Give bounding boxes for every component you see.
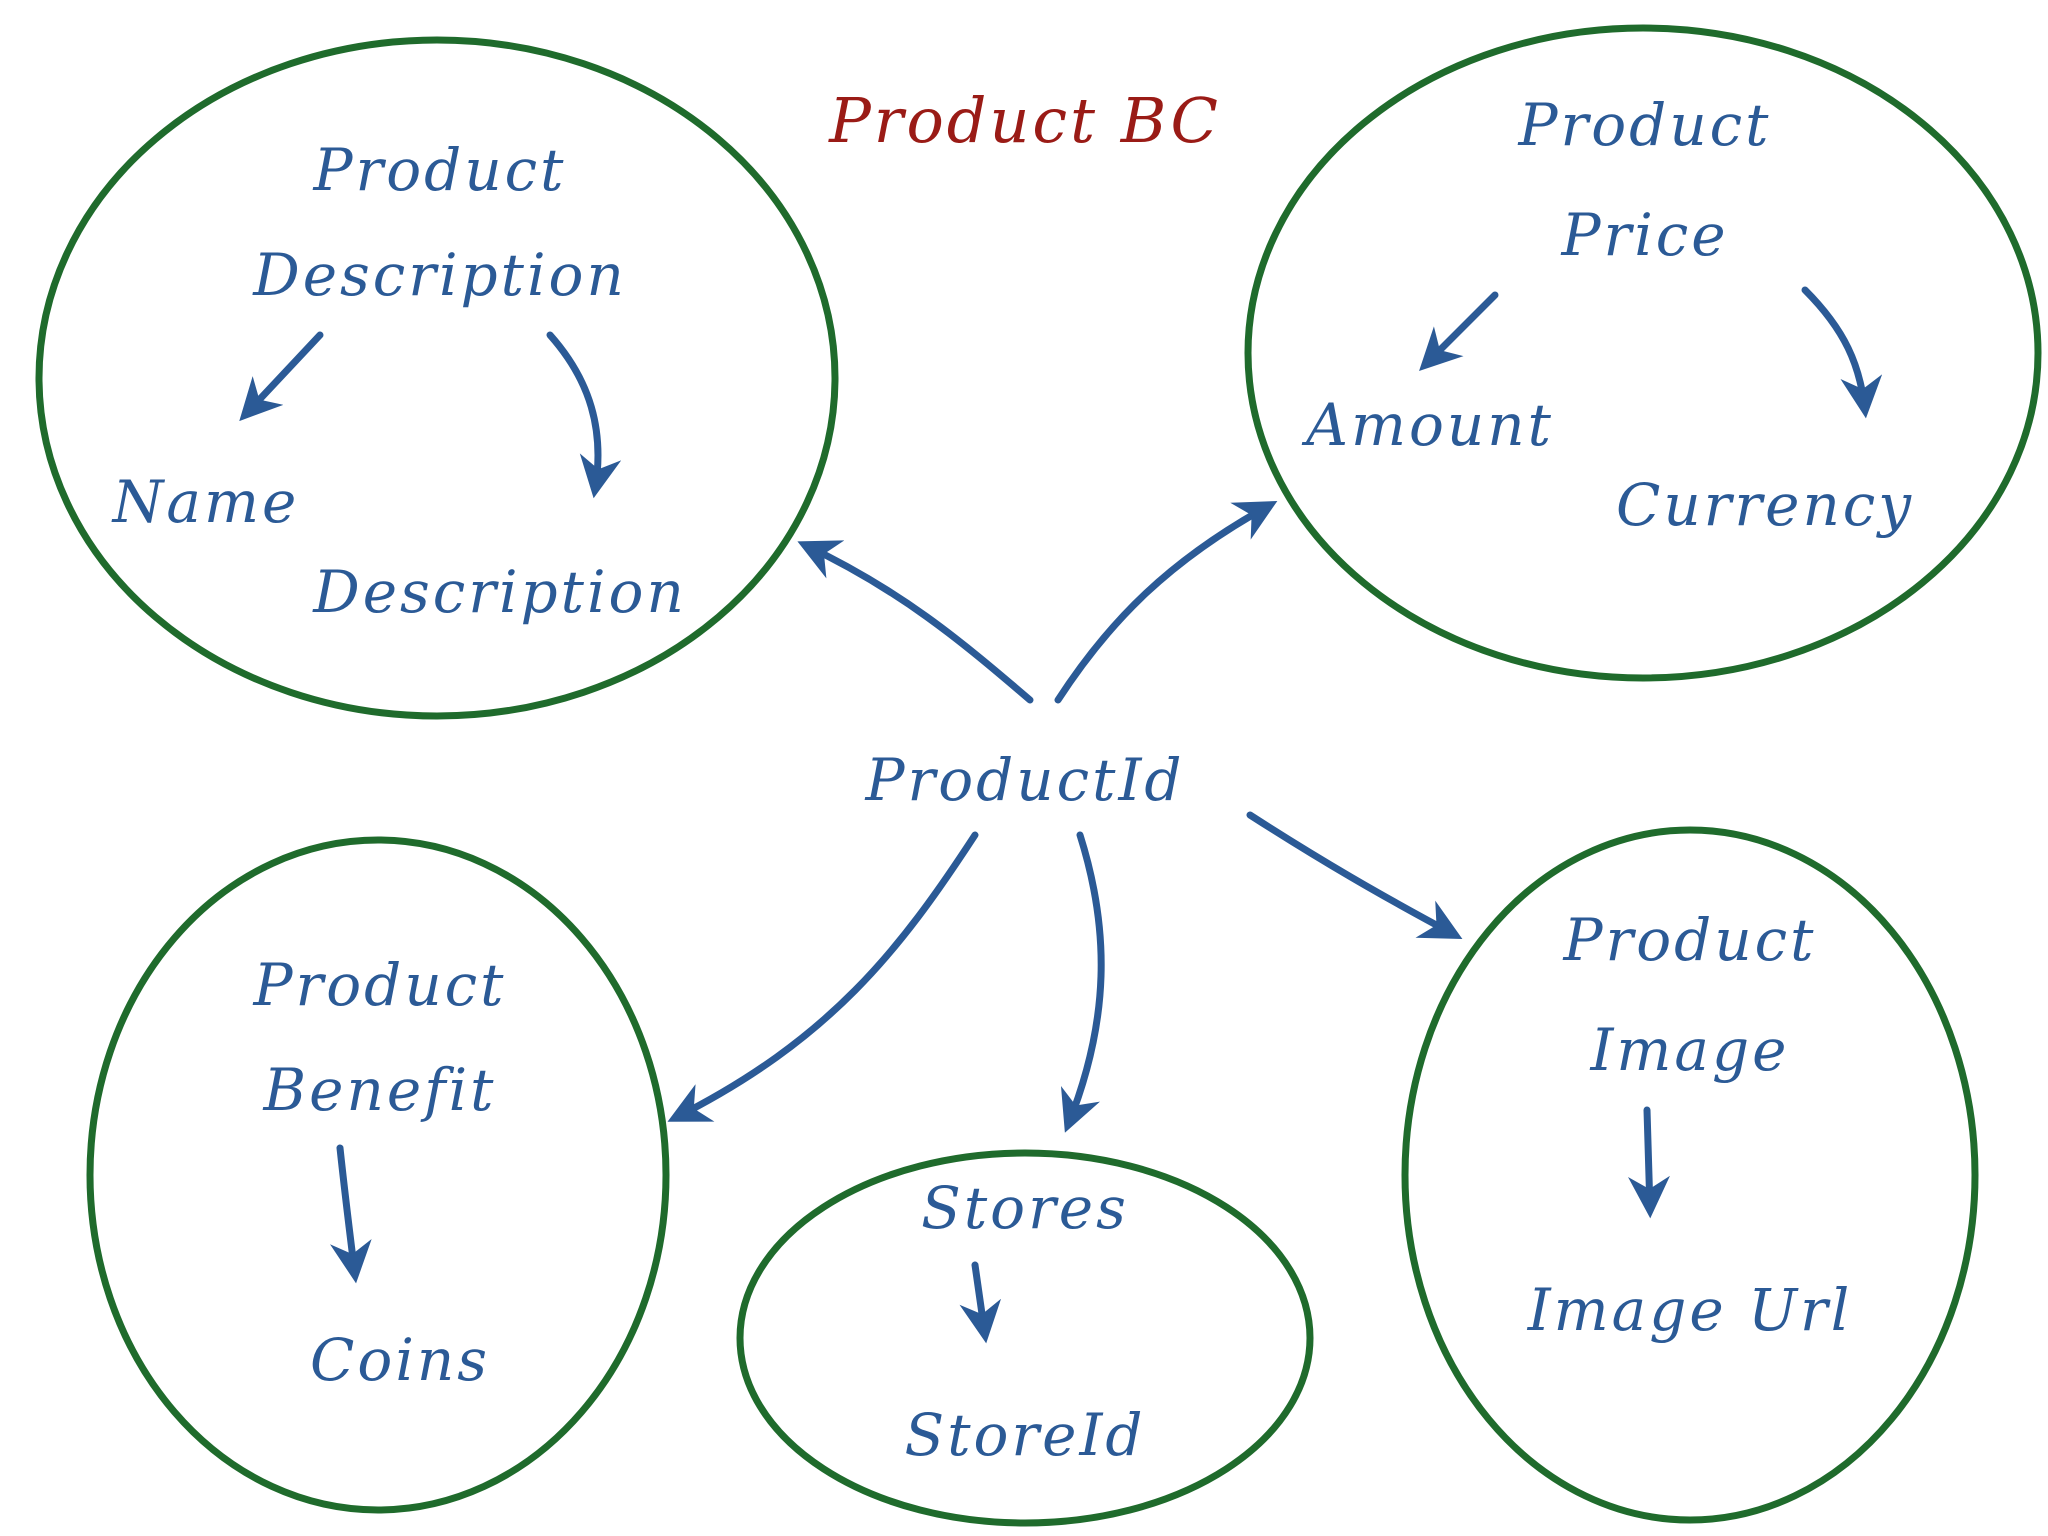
arrow-to-image [1246, 811, 1463, 939]
image-name-line-2: Image [1590, 1016, 1790, 1084]
bubble-stores [736, 1149, 1314, 1527]
stores-field-storeid: StoreId [904, 1401, 1145, 1469]
arrow-image-to-url [1628, 1106, 1670, 1219]
arrow-stores-to-storeid [959, 1261, 1002, 1344]
arrow-to-description [797, 540, 1034, 704]
description-field-name: Name [111, 468, 300, 536]
image-field-url: Image Url [1527, 1276, 1853, 1344]
arrow-to-price [1054, 500, 1278, 704]
bubble-product-description [35, 36, 839, 720]
description-field-description: Description [312, 558, 687, 626]
price-field-amount: Amount [1301, 391, 1554, 459]
bubble-product-benefit [86, 836, 670, 1514]
diagram-title: Product BC [828, 84, 1221, 157]
bubble-product-image [1401, 826, 1979, 1524]
benefit-name-line-1: Product [253, 951, 507, 1019]
arrow-to-stores [1060, 831, 1105, 1133]
arrow-price-to-currency [1801, 286, 1883, 419]
benefit-field-coins: Coins [310, 1326, 490, 1394]
description-name-line-1: Product [313, 136, 567, 204]
price-name-line-2: Price [1560, 201, 1728, 269]
benefit-name-line-2: Benefit [263, 1056, 497, 1124]
description-name-line-2: Description [252, 241, 627, 309]
arrow-price-to-amount [1419, 291, 1499, 371]
product-id-label: ProductId [865, 746, 1185, 814]
arrow-to-benefit [667, 831, 979, 1122]
stores-name: Stores [921, 1174, 1129, 1242]
image-name-line-1: Product [1563, 906, 1817, 974]
arrow-description-to-name [239, 331, 324, 422]
arrow-description-to-description [546, 331, 622, 499]
bubble-product-price [1244, 24, 2042, 682]
price-name-line-1: Product [1518, 91, 1772, 159]
price-field-currency: Currency [1616, 471, 1914, 539]
arrow-benefit-to-coins [329, 1144, 372, 1284]
